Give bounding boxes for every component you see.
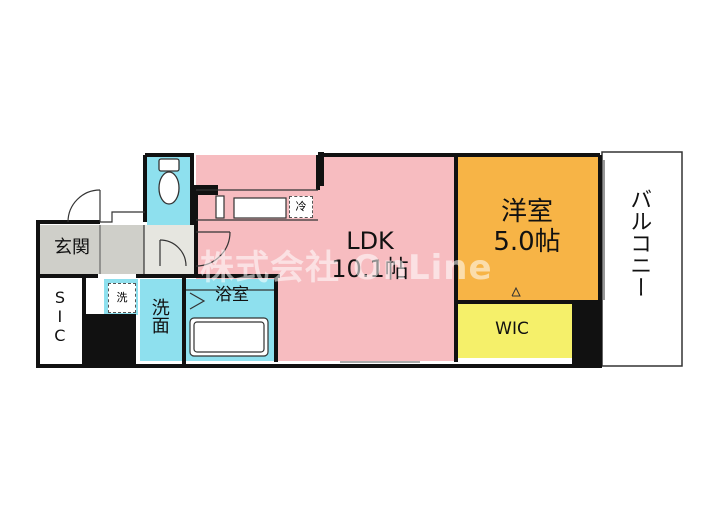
walls	[84, 152, 602, 366]
sic-label: SIC	[50, 288, 70, 345]
ldk-name: LDK	[346, 227, 394, 255]
western-room-area	[456, 157, 600, 301]
wic-area	[456, 304, 572, 358]
western-room-label: 洋室 5.0帖	[462, 197, 592, 258]
bath-label: 浴室	[215, 285, 249, 305]
wall-lines	[36, 153, 602, 368]
washer-icon: 洗	[108, 283, 136, 313]
western-room-size: 5.0帖	[493, 226, 561, 257]
ldk-label: LDK 10.1帖	[305, 227, 435, 283]
balcony-label: バルコニー	[626, 188, 652, 298]
wic-label: WIC	[495, 319, 529, 339]
hall-area	[144, 225, 196, 274]
toilet-fixture	[158, 158, 180, 205]
entrance-label: 玄関	[54, 237, 90, 258]
western-room-name: 洋室	[500, 197, 553, 227]
watermark: 株式会社 OnLine	[200, 248, 493, 288]
balcony-area	[601, 151, 683, 367]
doors	[67, 189, 231, 267]
entrance-area	[40, 225, 144, 274]
thin-lines	[143, 160, 605, 363]
washroom-area	[140, 279, 184, 361]
sic-area	[40, 280, 84, 360]
ldk-size: 10.1帖	[331, 254, 409, 283]
fridge-icon: 冷	[289, 196, 313, 218]
washroom-label: 洗面	[148, 298, 170, 334]
